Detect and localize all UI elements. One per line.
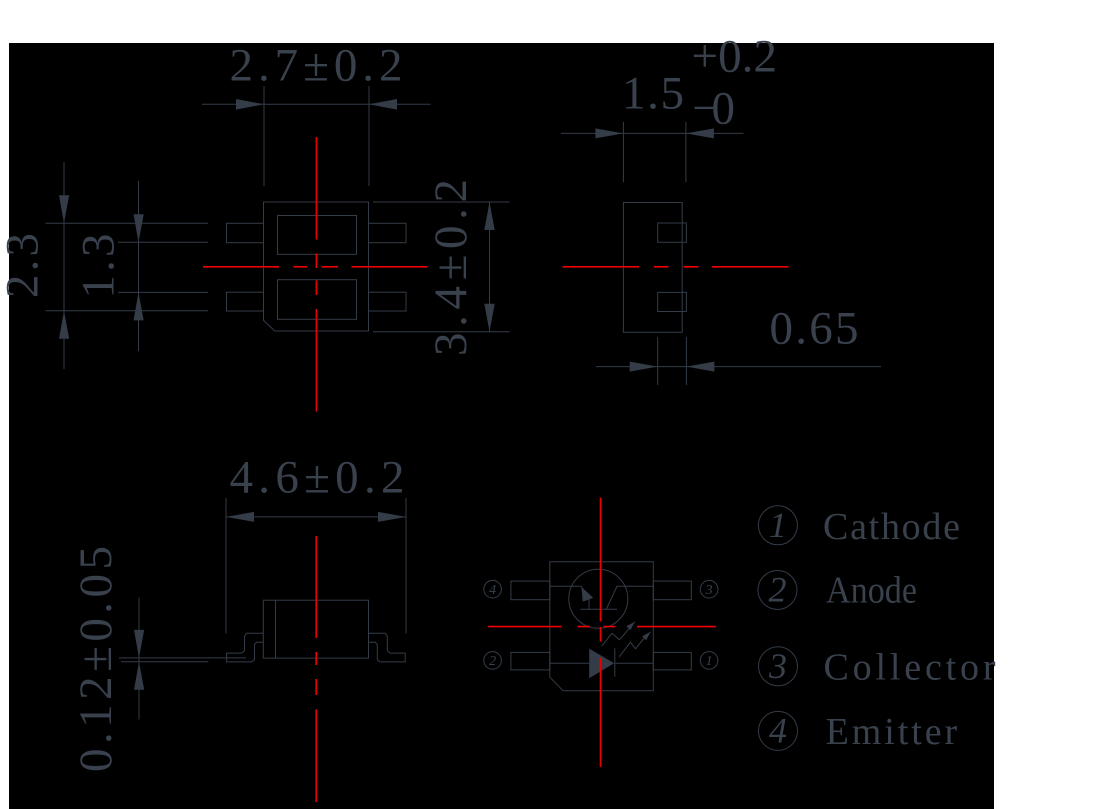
svg-text:4.6±0.2: 4.6±0.2 (230, 451, 405, 503)
svg-text:0.65: 0.65 (770, 303, 859, 355)
svg-text:2.7±0.2: 2.7±0.2 (230, 40, 403, 92)
svg-text:1: 1 (706, 654, 713, 669)
svg-text:1: 1 (769, 505, 787, 545)
svg-text:Anode: Anode (826, 570, 917, 612)
svg-text:+0.2: +0.2 (692, 31, 778, 83)
svg-text:3: 3 (768, 646, 787, 686)
svg-text:3: 3 (705, 583, 713, 598)
svg-text:−0: −0 (692, 83, 735, 135)
svg-text:4: 4 (489, 583, 496, 598)
svg-text:Cathode: Cathode (823, 506, 960, 548)
svg-text:1.3: 1.3 (73, 234, 125, 299)
svg-text:4: 4 (769, 711, 787, 751)
svg-text:2: 2 (769, 570, 787, 610)
svg-text:Emitter: Emitter (826, 711, 958, 753)
svg-text:2: 2 (489, 654, 496, 669)
svg-text:2.3: 2.3 (0, 233, 49, 298)
svg-text:0.12±0.05: 0.12±0.05 (70, 546, 122, 772)
svg-text:3.4±0.2: 3.4±0.2 (425, 179, 477, 356)
svg-text:1.5: 1.5 (622, 68, 684, 120)
svg-text:Collector: Collector (824, 646, 996, 688)
